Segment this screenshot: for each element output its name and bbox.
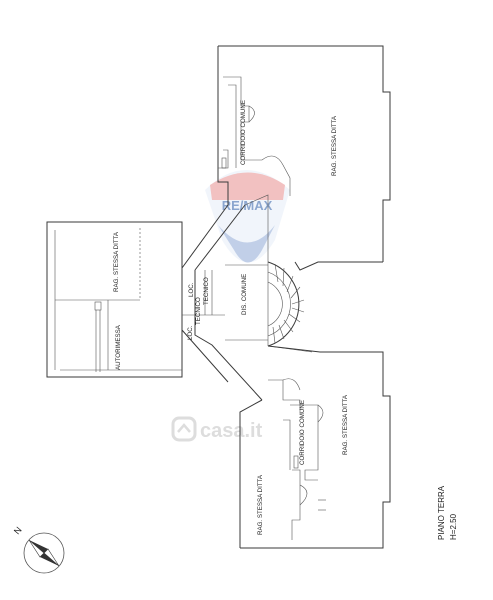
label-loc-2: LOC. <box>187 325 194 340</box>
label-piano-terra: PIANO TERRA <box>437 485 446 540</box>
label-tecnico-2: TECNICO <box>203 277 210 305</box>
spiral-staircase <box>267 261 313 353</box>
label-tecnico-1: TECNICO <box>195 297 202 325</box>
central-corridor <box>181 194 269 401</box>
north-arrow-icon: N <box>12 525 65 574</box>
north-label: N <box>12 525 24 536</box>
label-rag-stessa-ditta-top: RAG. STESSA DITTA <box>331 115 338 176</box>
label-corridoio-comune-bottom: CORRIDOIO COMUNE <box>299 400 306 465</box>
label-rag-stessa-ditta-bottom-left: RAG. STESSA DITTA <box>257 474 264 535</box>
label-height: H=2.50 <box>449 513 458 540</box>
label-autorimessa: AUTORIMESSA <box>115 324 122 370</box>
remax-watermark-text: RE/MAX <box>222 198 273 213</box>
remax-watermark: RE/MAX <box>205 170 290 263</box>
label-dis-comune: DIS. COMUNE <box>241 274 248 315</box>
casa-watermark-text: casa.it <box>200 420 263 442</box>
label-rag-stessa-ditta-garage: RAG. STESSA DITTA <box>113 231 120 292</box>
casa-watermark: casa.it <box>171 416 263 442</box>
label-corridoio-comune-top: CORRIDOIO COMUNE <box>240 100 247 165</box>
label-rag-stessa-ditta-bottom-right: RAG. STESSA DITTA <box>342 394 349 455</box>
bottom-right-building <box>239 345 391 549</box>
label-loc-1: LOC. <box>188 282 195 297</box>
top-right-building <box>217 45 391 271</box>
